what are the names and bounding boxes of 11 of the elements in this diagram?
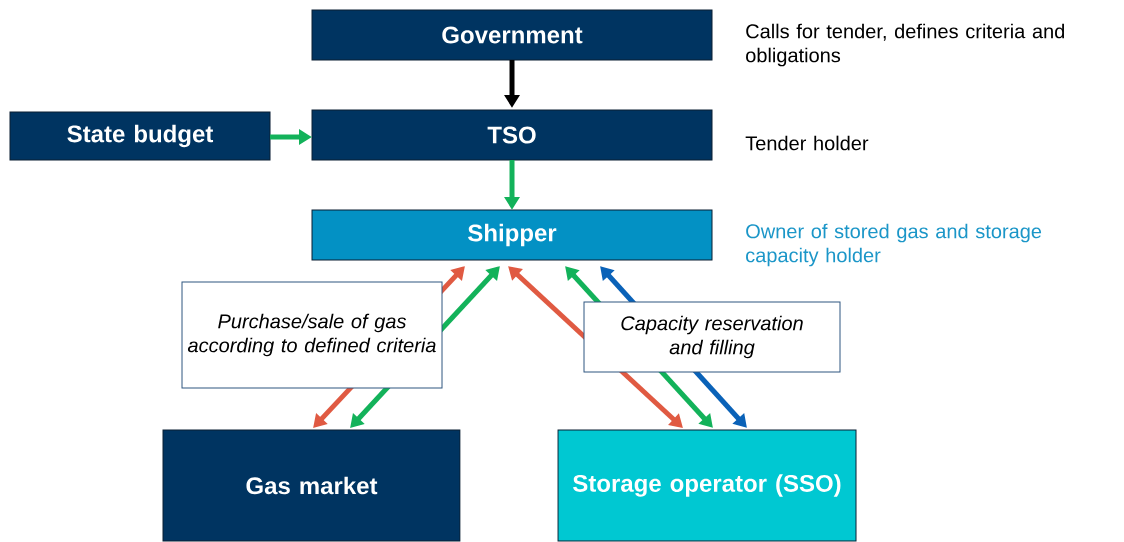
process-box: Storage operator (SSO): [557, 429, 857, 542]
edge-label: Capacity reservation and filling: [583, 301, 841, 373]
process-box: Gas market: [162, 429, 461, 542]
process-box: Government: [311, 9, 713, 61]
process-box: TSO: [311, 109, 713, 161]
annotation-text: Tender holder: [745, 135, 869, 151]
edge-label: Purchase/sale of gas according to defined criteria: [181, 281, 443, 389]
annotation-text: Calls for tender, defines criteria and obligations: [746, 23, 1064, 67]
process-box: Shipper: [311, 209, 713, 261]
process-box: State budget: [9, 111, 271, 161]
annotation-text: Owner of stored gas and storage capacity holder: [746, 223, 1042, 267]
